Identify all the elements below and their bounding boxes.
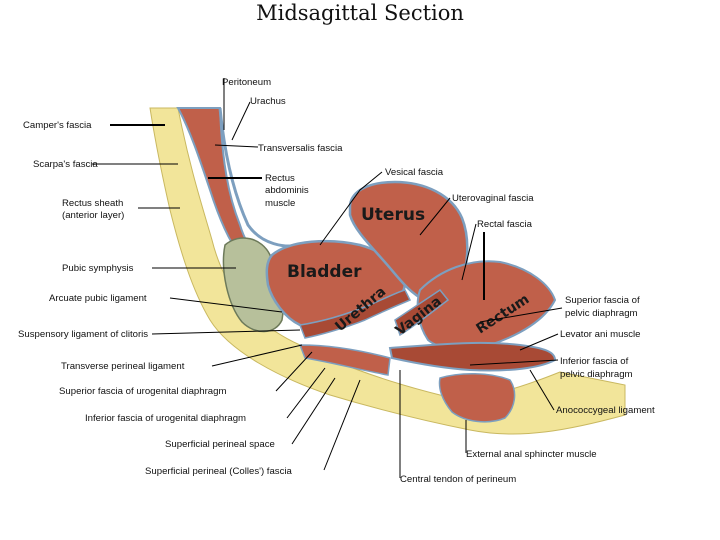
label-inferior-fascia-pelvic-2: pelvic diaphragm xyxy=(560,369,633,380)
bladder-label: Bladder xyxy=(287,262,362,282)
label-superficial-perineal-space: Superficial perineal space xyxy=(165,439,275,450)
uterus-label: Uterus xyxy=(361,205,425,225)
label-inferior-fascia-pelvic-1: Inferior fascia of xyxy=(560,356,629,367)
label-transverse-perineal: Transverse perineal ligament xyxy=(61,361,185,372)
label-superior-fascia-pelvic-2: pelvic diaphragm xyxy=(565,308,638,319)
label-suspensory-ligament: Suspensory ligament of clitoris xyxy=(18,329,148,340)
label-uterovaginal-fascia: Uterovaginal fascia xyxy=(452,193,534,204)
levator-ani-muscle xyxy=(388,341,557,372)
label-vesical-fascia: Vesical fascia xyxy=(385,167,444,178)
label-rectus-sheath-1: Rectus sheath xyxy=(62,198,123,209)
label-arcuate-pubic-ligament: Arcuate pubic ligament xyxy=(49,293,147,304)
diagram-title: Midsagittal Section xyxy=(256,1,464,25)
rectum-organ xyxy=(416,260,557,351)
label-rectus-abdominis-3: muscle xyxy=(265,198,295,209)
label-superior-fascia-pelvic-1: Superior fascia of xyxy=(565,295,640,306)
vagina-canal xyxy=(394,288,450,337)
label-transversalis-fascia: Transversalis fascia xyxy=(258,143,343,154)
label-central-tendon: Central tendon of perineum xyxy=(400,474,516,485)
label-peritoneum: Peritoneum xyxy=(222,77,271,88)
perineal-muscles xyxy=(298,344,391,376)
label-rectus-abdominis-1: Rectus xyxy=(265,173,295,184)
label-levator-ani: Levator ani muscle xyxy=(560,329,641,340)
label-external-anal-sphincter: External anal sphincter muscle xyxy=(466,449,597,460)
label-rectus-sheath-2: (anterior layer) xyxy=(62,210,124,221)
peritoneum-line xyxy=(218,107,301,248)
label-anococcygeal: Anococcygeal ligament xyxy=(556,405,655,416)
external-anal-sphincter xyxy=(438,372,516,423)
label-superior-fascia-urogenital: Superior fascia of urogenital diaphragm xyxy=(59,386,226,397)
label-inferior-fascia-urogenital: Inferior fascia of urogenital diaphragm xyxy=(85,413,246,424)
label-urachus: Urachus xyxy=(250,96,286,107)
label-pubic-symphysis: Pubic symphysis xyxy=(62,263,134,274)
label-colles-fascia: Superficial perineal (Colles') fascia xyxy=(145,466,293,477)
label-rectal-fascia: Rectal fascia xyxy=(477,219,533,230)
label-rectus-abdominis-2: abdominis xyxy=(265,185,309,196)
urethra-tube xyxy=(298,289,412,339)
leader-lines xyxy=(92,78,563,478)
label-scarpas-fascia: Scarpa's fascia xyxy=(33,159,98,170)
label-campers-fascia: Camper's fascia xyxy=(23,120,92,131)
